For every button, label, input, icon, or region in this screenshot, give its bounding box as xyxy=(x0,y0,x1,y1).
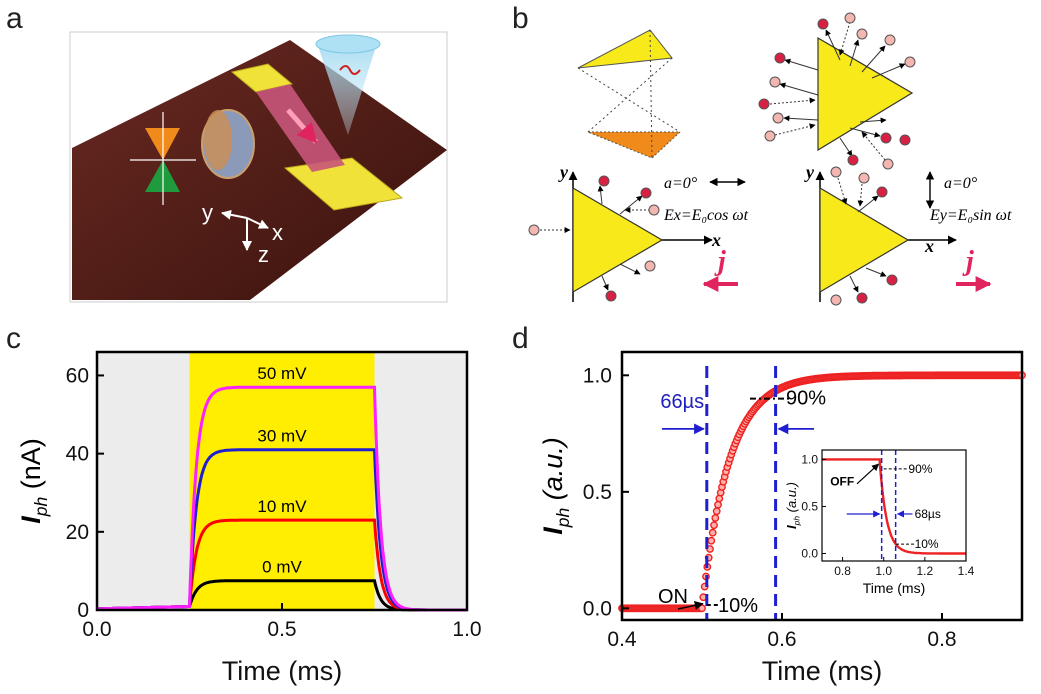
d-xlabel: Time (ms) xyxy=(762,656,882,686)
d-data-point xyxy=(708,528,717,537)
panel-letter-b: b xyxy=(512,2,529,35)
bowtie-dotted-lines xyxy=(577,29,681,159)
d-inset-10-label: 10% xyxy=(915,537,939,551)
light-wave xyxy=(339,65,361,75)
d-data-point xyxy=(714,500,722,509)
d-inset-xtick-label-1: 1.0 xyxy=(875,564,892,578)
panel-a: a y x z xyxy=(6,2,448,303)
panel-letter-a: a xyxy=(6,2,23,35)
c-series-label-2: 30 mV xyxy=(257,427,307,446)
c-light-on-window xyxy=(189,352,375,610)
d-xtick-label-0: 0.4 xyxy=(607,628,637,651)
panel-c: c 0 mV 10 mV 30 mV 50 mV 0.0 0.5 1.0 0 20 40 60Tim… xyxy=(6,322,482,686)
d-inset-ylabel: Iph (a.u.) xyxy=(784,482,801,529)
c-xlabel: Time (ms) xyxy=(222,656,342,686)
light-beam-top xyxy=(315,34,381,54)
c-series-label-0: 0 mV xyxy=(262,558,302,577)
d-data-point xyxy=(698,604,706,613)
b-left-scatter xyxy=(528,175,660,302)
d-inset-area xyxy=(822,450,966,561)
d-inset-off-label: OFF xyxy=(830,475,854,489)
b-right-field: Ey=E₀sin ωt xyxy=(929,207,1012,224)
b-right-y-label: y xyxy=(804,162,815,182)
current-arrow xyxy=(286,108,318,144)
axis-label-z: z xyxy=(258,242,269,267)
d-inset-xtick-label-3: 1.4 xyxy=(958,564,975,578)
d-inset-ytick-label-0: 0.0 xyxy=(801,546,818,560)
d-on-label: ON xyxy=(658,586,688,608)
d-inset-line xyxy=(822,458,966,555)
c-series-label-1: 10 mV xyxy=(257,497,307,516)
d-inset-68-label: 68µs xyxy=(915,507,941,521)
d-data-points xyxy=(618,371,1026,613)
d-inset-xtick-label-2: 1.2 xyxy=(917,564,934,578)
d-data-point xyxy=(710,521,718,530)
c-series-line-3 xyxy=(97,385,467,612)
b-left-y-label: y xyxy=(558,162,569,182)
d-xtick-label-1: 0.6 xyxy=(767,628,796,651)
chart-c: 0 mV 10 mV 30 mV 50 mV 0.0 0.5 1.0 0 20 40 60Time … xyxy=(16,350,482,686)
b-right-x-label: x xyxy=(924,236,934,256)
panel-letter-c: c xyxy=(6,322,21,355)
b-left-field: Ex=E₀cos ωt xyxy=(663,207,749,224)
b-left-x-label: x xyxy=(711,230,721,250)
b-right-angle: a=0° xyxy=(944,175,978,192)
lower-triangle xyxy=(587,131,682,159)
d-inset-90-label: 90% xyxy=(908,462,932,476)
c-xtick-label-2: 1.0 xyxy=(452,618,481,641)
d-inset-off-arrow xyxy=(856,463,880,485)
top-electrode xyxy=(230,63,294,93)
d-data-point xyxy=(712,507,721,516)
c-xtick-label-1: 0.5 xyxy=(267,618,296,641)
d-66-label: 66µs xyxy=(660,391,704,413)
d-data-point xyxy=(706,545,714,553)
d-on-arrow xyxy=(677,600,704,610)
large-triangle-scatter xyxy=(758,12,916,170)
crystal-flake-half xyxy=(204,110,232,170)
d-inset-xlabel: Time (ms) xyxy=(863,580,925,596)
d-inset-xtick-label-0: 0.8 xyxy=(834,564,851,578)
c-ytick-label-0: 0 xyxy=(77,599,89,622)
d-10-label: 10% xyxy=(718,595,758,617)
axis-label-x: x xyxy=(272,220,283,245)
d-inset-frame xyxy=(821,449,967,562)
c-ytick-label-2: 40 xyxy=(66,443,89,466)
c-ytick-label-1: 20 xyxy=(66,521,89,544)
d-inset-ytick-label-2: 1.0 xyxy=(801,452,818,466)
c-ylabel: Iph (nA) xyxy=(16,438,51,524)
d-90-label: 90% xyxy=(786,388,826,410)
b-right-current-label: j xyxy=(962,246,974,277)
c-ytick-label-3: 60 xyxy=(66,364,89,387)
b-left-angle: a=0° xyxy=(664,175,698,192)
axis-label-y: y xyxy=(202,200,213,225)
upper-triangle xyxy=(577,29,673,69)
b-left-triangle xyxy=(572,186,664,294)
d-ytick-label-0: 0.0 xyxy=(583,597,612,620)
d-xtick-label-2: 0.8 xyxy=(927,628,956,651)
b-right-triangle xyxy=(819,186,910,294)
d-data-point xyxy=(707,536,716,545)
d-axes-frame xyxy=(620,350,1024,622)
panel-b: b xyxy=(512,2,1012,306)
d-ytick-label-2: 1.0 xyxy=(583,364,612,387)
c-series-label-3: 50 mV xyxy=(257,364,307,383)
d-inset-ytick-label-1: 0.5 xyxy=(801,499,818,513)
large-triangle xyxy=(817,36,914,152)
d-ytick-label-1: 0.5 xyxy=(583,481,612,504)
d-ylabel: Iph (a.u.) xyxy=(538,437,573,535)
c-xtick-label-0: 0.0 xyxy=(82,618,111,641)
light-beam xyxy=(318,40,378,135)
b-left-current-label: j xyxy=(714,246,726,277)
panel-letter-d: d xyxy=(512,322,529,355)
b-right-scatter xyxy=(830,166,898,306)
d-data-point xyxy=(711,514,720,522)
coordinate-axes: y x z xyxy=(202,200,283,267)
